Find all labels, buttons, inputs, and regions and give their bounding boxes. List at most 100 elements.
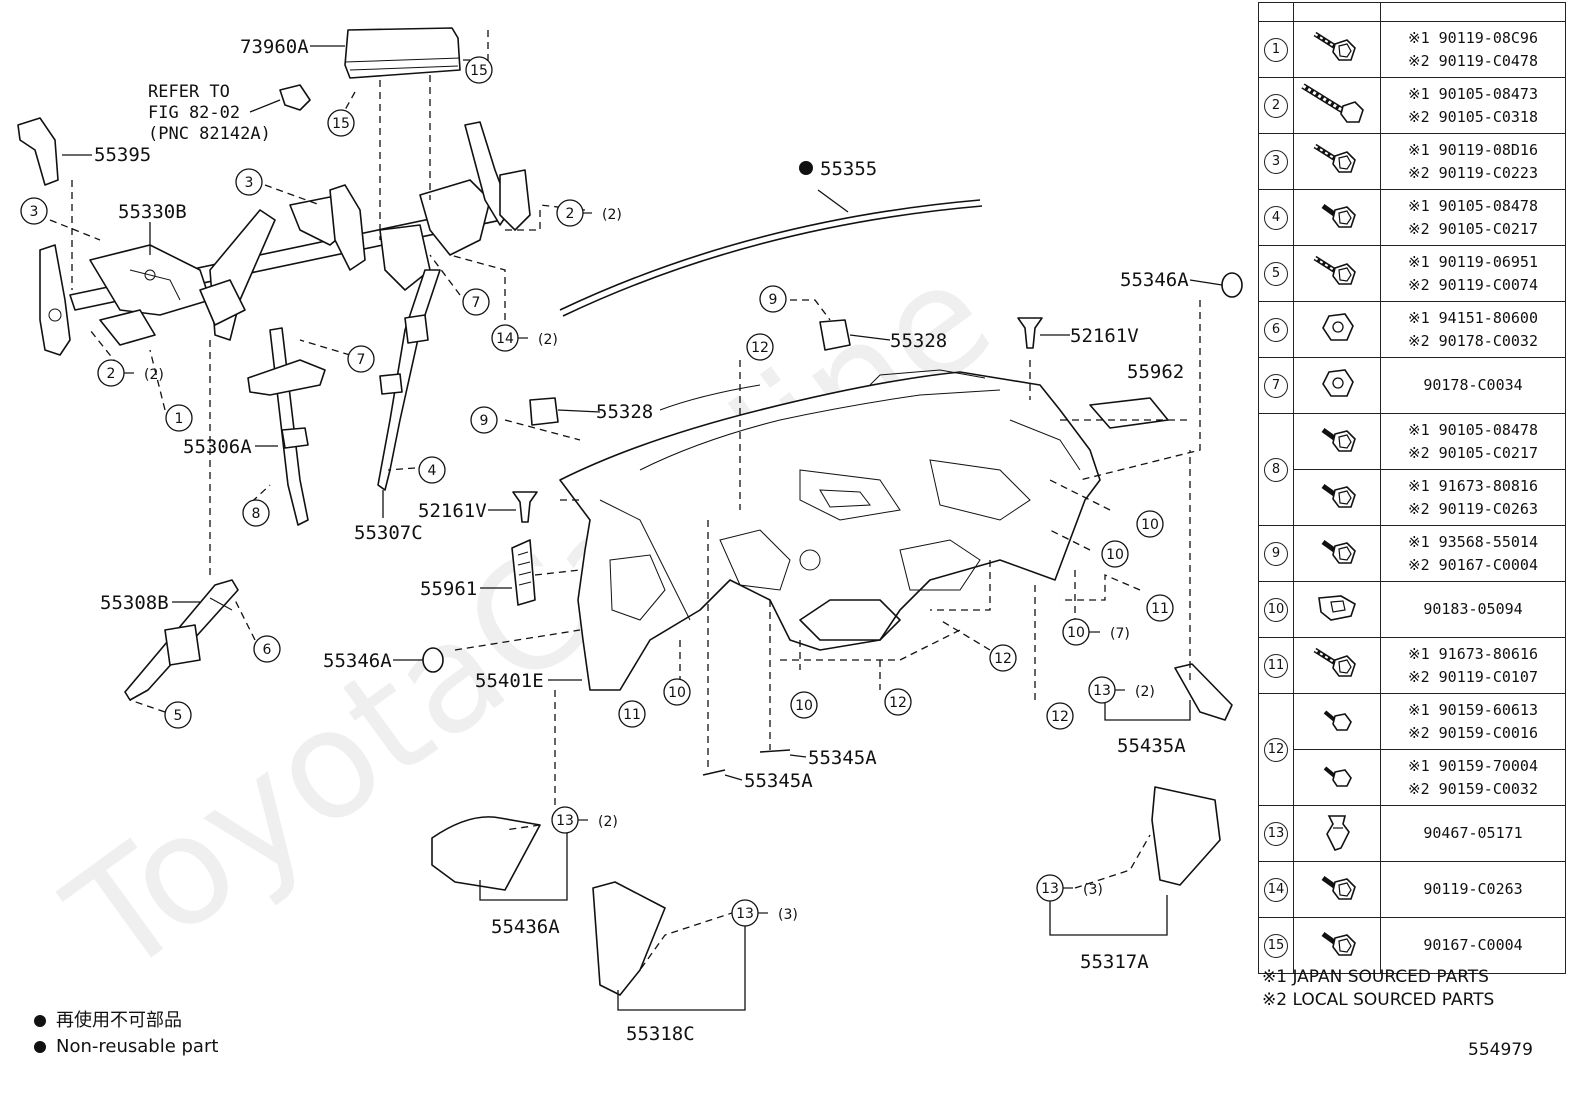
parts-row-2: 2※1 90105-08473※2 90105-C0318 <box>1258 77 1566 134</box>
callout-c6: 6 <box>253 635 281 663</box>
parts-row-15: 15 90167-C0004 <box>1258 917 1566 974</box>
label-55395: 55395 <box>94 144 151 166</box>
screw-icon <box>1293 749 1381 806</box>
row-number: 14 <box>1258 861 1294 918</box>
label-55355: 55355 <box>820 158 877 180</box>
callout-number: 10 <box>1106 547 1124 563</box>
part-number: ※1 94151-80600 <box>1408 308 1538 327</box>
callout-number: 2 <box>566 206 575 222</box>
part-number: ※2 90119-C0223 <box>1408 163 1538 182</box>
refer-note-line3: (PNC 82142A) <box>148 124 271 144</box>
short-bolt-icon <box>1293 525 1381 582</box>
part-number: ※2 90105-C0217 <box>1408 443 1538 462</box>
callout-c3b: 3 <box>20 197 48 225</box>
quantity-q13b: (2) <box>598 814 618 830</box>
clip-icon <box>1293 805 1381 862</box>
panel-strip-55355 <box>559 199 981 311</box>
callout-c9b: 9 <box>470 406 498 434</box>
non-reusable-dot-55355 <box>799 161 813 175</box>
callout-number: 3 <box>30 204 39 220</box>
cover-55345A-b <box>702 769 726 776</box>
label-55401E: 55401E <box>475 670 544 692</box>
label-55328-mid: 55328 <box>596 401 653 423</box>
callout-number: 12 <box>1051 709 1069 725</box>
note-japan: ※1 JAPAN SOURCED PARTS <box>1262 967 1489 987</box>
bullet-icon <box>34 1015 46 1027</box>
brace-55308B <box>124 579 239 701</box>
row-number: 5 <box>1258 245 1294 302</box>
part-numbers: ※1 90159-60613※2 90159-C0016 <box>1380 693 1566 750</box>
figure-number: 554979 <box>1468 1040 1533 1060</box>
connector-82142A <box>279 84 311 111</box>
callout-number: 7 <box>357 352 366 368</box>
part-numbers: 90119-C0263 <box>1380 861 1566 918</box>
dashed-leaders <box>49 30 1201 971</box>
cover-55317A <box>1151 786 1221 886</box>
part-number: ※2 90105-C0217 <box>1408 219 1538 238</box>
label-55346A-left: 55346A <box>323 650 392 672</box>
parts-row-8: 8※1 90105-08478※2 90105-C0217 <box>1258 413 1566 526</box>
callout-number: 10 <box>1264 597 1288 622</box>
label-55962: 55962 <box>1127 361 1184 383</box>
label-55317A: 55317A <box>1080 951 1149 973</box>
part-number: ※1 91673-80616 <box>1408 644 1538 663</box>
parts-row-6: 6※1 94151-80600※2 90178-C0032 <box>1258 301 1566 358</box>
callout-number: 6 <box>263 642 272 658</box>
clip-nut-icon <box>1293 581 1381 638</box>
row-number: 13 <box>1258 805 1294 862</box>
refer-note-line2: FIG 82-02 <box>148 103 240 123</box>
flange-bolt-icon <box>1293 133 1381 190</box>
callout-number: 11 <box>1264 653 1288 678</box>
label-52161V-mid: 52161V <box>418 500 487 522</box>
part-numbers: 90167-C0004 <box>1380 917 1566 974</box>
callout-c4: 4 <box>418 456 446 484</box>
callout-c10a: 10 <box>1136 510 1164 538</box>
parts-row-7: 7 90178-C0034 <box>1258 357 1566 414</box>
flange-bolt-icon <box>1293 245 1381 302</box>
part-numbers: ※1 90105-08478※2 90105-C0217 <box>1380 189 1566 246</box>
parts-row-8-alt: ※1 91673-80816※2 90119-C0263 <box>1259 469 1566 526</box>
part-numbers: ※1 91673-80816※2 90119-C0263 <box>1380 469 1566 526</box>
row-number: 15 <box>1258 917 1294 974</box>
label-55307C: 55307C <box>354 522 423 544</box>
part-number: 90119-C0263 <box>1423 880 1523 898</box>
bullet-icon <box>34 1041 46 1053</box>
row-number: 7 <box>1258 357 1294 414</box>
label-55328-top: 55328 <box>890 330 947 352</box>
callout-number: 13 <box>1041 881 1059 897</box>
callout-number: 9 <box>769 292 778 308</box>
callout-c15b: 15 <box>327 109 355 137</box>
callout-circle <box>663 678 691 706</box>
part-numbers: 90178-C0034 <box>1380 357 1566 414</box>
callout-c11b: 11 <box>618 700 646 728</box>
callout-number: 4 <box>428 463 437 479</box>
quantity-q14: (2) <box>538 332 558 348</box>
part-number: ※2 90105-C0318 <box>1408 107 1538 126</box>
label-55330B: 55330B <box>118 201 187 223</box>
flange-bolt-icon <box>1293 21 1381 78</box>
row-number: 10 <box>1258 581 1294 638</box>
callout-number: 13 <box>556 813 574 829</box>
callout-c1: 1 <box>165 404 193 432</box>
callout-number: 15 <box>1264 933 1288 958</box>
part-number: ※1 90119-08C96 <box>1408 28 1538 47</box>
part-number: ※2 90119-C0074 <box>1408 275 1538 294</box>
callout-number: 6 <box>1264 317 1288 342</box>
callout-circle <box>418 456 446 484</box>
label-55345A-b: 55345A <box>744 770 813 792</box>
callout-c12c: 12 <box>989 644 1017 672</box>
part-number: ※1 90119-06951 <box>1408 252 1538 271</box>
row-number: 4 <box>1258 189 1294 246</box>
callout-circle <box>1101 540 1129 568</box>
duct-55962 <box>1089 397 1169 429</box>
callout-c13a: 13 <box>1088 676 1116 704</box>
callout-c7b: 7 <box>347 345 375 373</box>
callout-number: 8 <box>252 506 261 522</box>
short-bolt-icon <box>1293 469 1381 526</box>
callout-circle <box>884 688 912 716</box>
callout-number: 13 <box>736 906 754 922</box>
part-numbers: ※1 93568-55014※2 90167-C0004 <box>1380 525 1566 582</box>
callout-circle <box>20 197 48 225</box>
cap-55346A-left <box>422 647 444 673</box>
